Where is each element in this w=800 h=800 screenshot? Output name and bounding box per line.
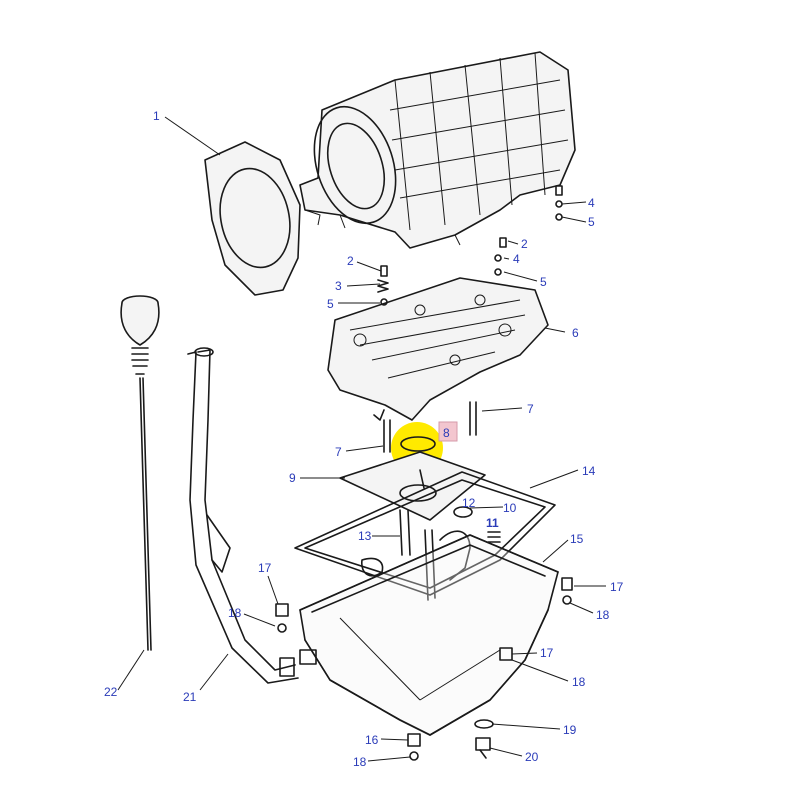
oil-pan-15	[299, 534, 559, 736]
callout-2-left: 2	[347, 254, 354, 268]
callout-1: 1	[153, 109, 160, 123]
callout-18-mid: 18	[572, 675, 586, 689]
callout-4-top: 4	[588, 196, 595, 210]
callout-11: 11	[486, 516, 499, 530]
callout-6: 6	[572, 326, 579, 340]
gearbox-housing	[299, 51, 576, 249]
seal-rings	[453, 506, 501, 543]
callout-labels: 1 2 3 5 2 4 5 4 5 6 7 7 8 9 12 10 11 13 …	[104, 109, 624, 769]
callout-12: 12	[462, 496, 476, 510]
filler-tube-21	[187, 347, 299, 684]
callout-2-right: 2	[521, 237, 528, 251]
callout-10: 10	[503, 501, 517, 515]
callout-5-top: 5	[588, 215, 595, 229]
callout-4-mid: 4	[513, 252, 520, 266]
gasket-1	[204, 141, 301, 296]
callout-18-bottom: 18	[353, 755, 367, 769]
callout-17-left: 17	[258, 561, 272, 575]
bolts-7	[373, 401, 477, 453]
suction-tube	[361, 509, 471, 601]
callout-15: 15	[570, 532, 584, 546]
callout-9: 9	[289, 471, 296, 485]
highlight-label-box	[438, 421, 458, 442]
pan-gasket-14	[294, 471, 556, 596]
dipstick-22	[120, 295, 160, 651]
callout-22: 22	[104, 685, 118, 699]
leader-lines	[117, 116, 606, 762]
callout-13: 13	[358, 529, 372, 543]
valve-body	[327, 277, 549, 421]
callout-18-right: 18	[596, 608, 610, 622]
spring-pins	[377, 185, 563, 306]
callout-17-mid: 17	[540, 646, 554, 660]
callout-16: 16	[365, 733, 379, 747]
callout-7-right: 7	[527, 402, 534, 416]
callout-20: 20	[525, 750, 539, 764]
callout-8: 8	[443, 426, 450, 440]
callout-5-mid: 5	[540, 275, 547, 289]
callout-21: 21	[183, 690, 197, 704]
callout-18-left: 18	[228, 606, 242, 620]
callout-14: 14	[582, 464, 596, 478]
callout-19: 19	[563, 723, 577, 737]
callout-3: 3	[335, 279, 342, 293]
callout-5-left: 5	[327, 297, 334, 311]
callout-7-left: 7	[335, 445, 342, 459]
callout-17-right: 17	[610, 580, 624, 594]
